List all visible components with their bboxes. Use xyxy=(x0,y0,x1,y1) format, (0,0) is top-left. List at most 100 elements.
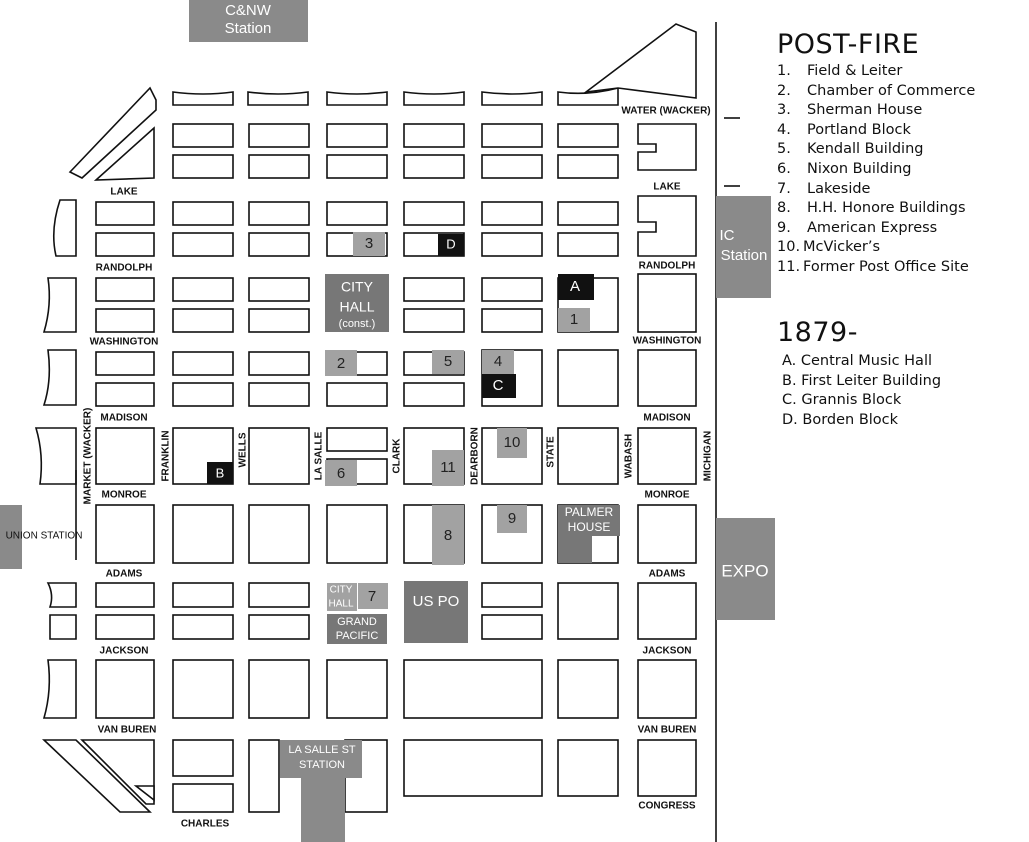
marker-3-label: 3 xyxy=(365,235,373,252)
marker-c-box xyxy=(482,374,516,398)
ic-station-label: IC xyxy=(720,227,735,244)
legend-item: 11.Former Post Office Site xyxy=(777,258,969,275)
street-charles: CHARLES xyxy=(181,819,230,830)
legend-item: A. Central Music Hall xyxy=(782,353,932,369)
marker-5-box xyxy=(432,350,464,374)
lasalle-station-label: LA SALLE ST xyxy=(288,744,356,756)
marker-2-label: 2 xyxy=(337,355,345,372)
city-hall-label-2: HALL xyxy=(328,599,353,610)
marker-2-box xyxy=(325,350,357,376)
street-vanburen-west: VAN BUREN xyxy=(98,725,157,736)
marker-d-box xyxy=(438,234,464,256)
legend-item: 5.Kendall Building xyxy=(777,141,924,158)
lasalle-station-track xyxy=(301,778,345,842)
street-randolph-west: RANDOLPH xyxy=(96,263,153,274)
cnw-station-box xyxy=(189,0,308,42)
legend-item: D. Borden Block xyxy=(782,411,899,428)
expo-box xyxy=(716,518,775,620)
marker-7-box xyxy=(358,583,388,609)
marker-b-box xyxy=(207,462,233,484)
cnw-station-label-2: Station xyxy=(225,20,272,37)
street-dearborn: DEARBORN xyxy=(470,427,481,485)
street-monroe-east: MONROE xyxy=(645,490,690,501)
union-station-box xyxy=(0,505,22,569)
ic-station-label-2: Station xyxy=(721,247,768,264)
street-wells: WELLS xyxy=(238,432,249,467)
marker-11-box xyxy=(432,450,464,486)
marker-1-label: 1 xyxy=(570,311,578,328)
city-hall-box xyxy=(327,583,357,611)
legend-item: B. First Leiter Building xyxy=(782,372,942,389)
marker-4-label: 4 xyxy=(494,353,502,370)
us-po-label: US PO xyxy=(413,593,460,610)
grand-pacific-label: GRAND xyxy=(337,616,377,628)
legend-item: 9.American Express xyxy=(777,219,938,236)
street-washington-east: WASHINGTON xyxy=(633,336,702,347)
expo-label: EXPO xyxy=(721,561,768,580)
legend-postfire-title: POST-FIRE xyxy=(777,29,920,60)
marker-a-box xyxy=(558,274,594,300)
us-po-box xyxy=(404,581,468,643)
city-hall-const-label-2: HALL xyxy=(339,299,374,315)
legend-item: 10.McVicker’s xyxy=(777,239,881,256)
shore-lines xyxy=(75,22,740,842)
legend-item: 2.Chamber of Commerce xyxy=(777,82,976,99)
city-hall-label: CITY xyxy=(330,585,353,596)
legend-item: 8.H.H. Honore Buildings xyxy=(777,200,966,217)
marker-b-label: B xyxy=(216,465,225,480)
city-hall-const-label: CITY xyxy=(341,279,374,295)
palmer-house-label-2: HOUSE xyxy=(568,520,611,534)
street-jackson-west: JACKSON xyxy=(100,646,149,657)
street-lake-east: LAKE xyxy=(653,182,681,193)
marker-3-box xyxy=(353,232,385,256)
legend-item: 7.Lakeside xyxy=(777,180,871,197)
street-madison-west: MADISON xyxy=(100,413,147,424)
marker-9-box xyxy=(497,505,527,533)
street-labels: LAKE LAKE RANDOLPH RANDOLPH WASHINGTON W… xyxy=(83,106,714,830)
palmer-house-box xyxy=(558,505,620,563)
legend-item: 4.Portland Block xyxy=(777,121,911,138)
marker-1-box xyxy=(558,308,590,332)
legend-1879-title: 1879- xyxy=(777,317,858,348)
street-congress: CONGRESS xyxy=(638,801,696,812)
legend-postfire: POST-FIRE 1.Field & Leiter 2.Chamber of … xyxy=(777,30,975,278)
street-la-salle: LA SALLE xyxy=(314,431,325,480)
marker-6-label: 6 xyxy=(337,465,345,482)
box-labels: C&NW Station IC Station UNION STATION EX… xyxy=(6,2,769,771)
city-hall-const-box xyxy=(325,274,389,332)
street-randolph-east: RANDOLPH xyxy=(639,261,696,272)
highlighted-buildings xyxy=(0,0,775,842)
street-clark: CLARK xyxy=(392,438,403,474)
marker-c-label: C xyxy=(493,377,504,394)
street-wabash: WABASH xyxy=(624,434,635,478)
legend-item: 6.Nixon Building xyxy=(777,160,912,177)
street-madison-east: MADISON xyxy=(643,413,690,424)
marker-10-label: 10 xyxy=(504,434,521,451)
street-lake-west: LAKE xyxy=(110,187,138,198)
marker-8-box xyxy=(432,505,464,565)
legend-1879-list: A. Central Music Hall B. First Leiter Bu… xyxy=(777,352,941,430)
marker-5-label: 5 xyxy=(444,353,452,370)
marker-a-label: A xyxy=(570,278,580,295)
street-washington-west: WASHINGTON xyxy=(90,337,159,348)
marker-d-label: D xyxy=(446,236,455,251)
marker-8-label: 8 xyxy=(444,527,452,544)
street-state: STATE xyxy=(546,436,557,468)
street-vanburen-east: VAN BUREN xyxy=(638,725,697,736)
marker-10-box xyxy=(497,428,527,458)
lasalle-station-label-2: STATION xyxy=(299,759,345,771)
palmer-house-label: PALMER xyxy=(565,505,614,519)
cnw-station-label: C&NW xyxy=(225,2,272,19)
legend-1879: 1879- A. Central Music Hall B. First Lei… xyxy=(777,318,941,430)
grand-pacific-box xyxy=(327,614,387,644)
legend-item: 1.Field & Leiter xyxy=(777,63,903,79)
street-michigan: MICHIGAN xyxy=(703,431,714,482)
city-hall-const-label-3: (const.) xyxy=(339,318,376,330)
city-blocks xyxy=(34,23,697,813)
marker-11-label: 11 xyxy=(440,459,456,476)
marker-6-box xyxy=(325,460,357,486)
legend-postfire-list: 1.Field & Leiter 2.Chamber of Commerce 3… xyxy=(777,62,975,278)
street-jackson-east: JACKSON xyxy=(643,646,692,657)
marker-7-label: 7 xyxy=(368,588,376,605)
